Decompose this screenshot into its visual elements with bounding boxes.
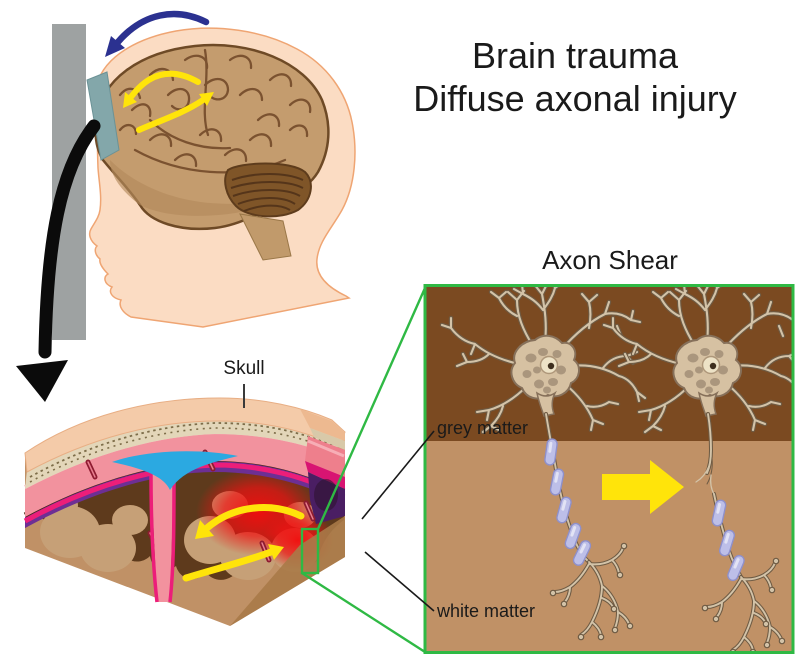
brain-gyri bbox=[118, 48, 312, 174]
grey-matter-label: grey matter bbox=[437, 418, 529, 438]
block-side-steps bbox=[230, 409, 345, 626]
csf-blue-wedge bbox=[112, 451, 238, 490]
panel-border bbox=[423, 284, 795, 654]
skull-label: Skull bbox=[223, 358, 265, 379]
magnifier-line-top bbox=[316, 287, 427, 530]
brain bbox=[94, 43, 330, 261]
skull-bone-band bbox=[25, 416, 340, 489]
label-leader-lines bbox=[361, 430, 435, 612]
cerebellum-stripes bbox=[230, 173, 304, 212]
head-impact-scene bbox=[16, 10, 356, 402]
title-line-1: Brain trauma bbox=[471, 35, 679, 76]
magnifier-line-bottom bbox=[301, 571, 426, 654]
shear-arrow-icons-block bbox=[182, 504, 305, 582]
brain-shear-arrow-icons bbox=[123, 70, 214, 133]
white-matter-leader-line bbox=[364, 551, 435, 612]
bone-speckles bbox=[29, 422, 334, 478]
impact-arrow-icon bbox=[16, 119, 101, 402]
axon-shear-heading: Axon Shear bbox=[542, 245, 678, 275]
white-matter-label: white matter bbox=[437, 601, 536, 621]
axon-shear-panel bbox=[423, 278, 800, 655]
bone-speckles-2 bbox=[29, 427, 335, 483]
title-line-2: Diffuse axonal injury bbox=[413, 78, 737, 119]
rotation-arrow-icon bbox=[105, 10, 210, 57]
brainstem bbox=[239, 213, 292, 261]
temporal-shading bbox=[110, 160, 290, 216]
focus-rectangle bbox=[300, 527, 320, 575]
neuron-sheared bbox=[604, 278, 800, 655]
page-title: Brain trauma Diffuse axonal injury bbox=[360, 34, 790, 120]
subarachnoid-purple-band bbox=[25, 456, 344, 528]
grey-matter-leader-line bbox=[361, 430, 435, 520]
magnifier-connectors bbox=[300, 287, 427, 654]
falx-channel bbox=[149, 473, 176, 603]
shear-direction-arrow-icon bbox=[602, 460, 684, 514]
neuron-intact bbox=[442, 278, 645, 640]
skull-cross-section bbox=[23, 384, 346, 626]
